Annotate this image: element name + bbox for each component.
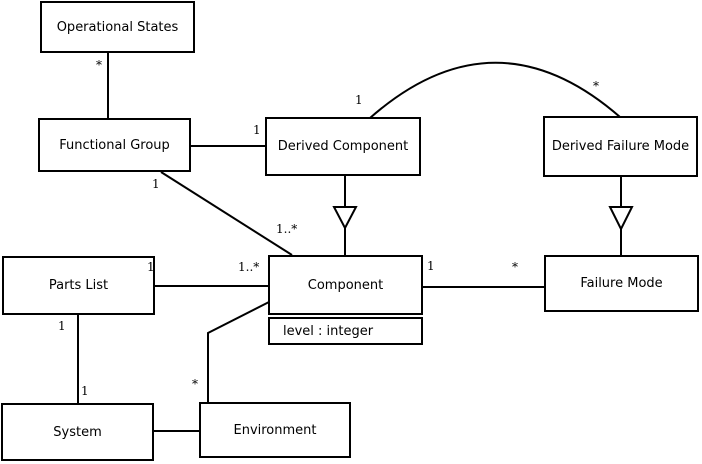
class-operational-states-label: Operational States (56, 19, 179, 35)
class-system-label: System (53, 424, 102, 440)
class-functional-group: Functional Group (38, 118, 191, 172)
class-environment-label: Environment (233, 422, 317, 438)
class-operational-states: Operational States (40, 1, 195, 53)
class-component-attribute-compartment: level : integer (268, 317, 423, 345)
generalization-derivedfailuremode-triangle-icon (608, 206, 634, 232)
class-derived-failure-mode: Derived Failure Mode (543, 116, 698, 177)
class-system: System (1, 403, 154, 461)
class-component-attribute: level : integer (283, 323, 374, 339)
class-component-label: Component (307, 277, 384, 293)
multiplicity-os-fg: * (96, 58, 102, 72)
assoc-component-environment (207, 301, 270, 403)
class-parts-list: Parts List (2, 256, 155, 315)
class-failure-mode-label: Failure Mode (580, 276, 663, 291)
class-failure-mode: Failure Mode (544, 255, 699, 312)
multiplicity-derivedfailuremode-arc: * (593, 79, 599, 93)
generalization-derivedcomponent-triangle-icon (332, 206, 358, 231)
multiplicity-fg-component-one: 1 (152, 177, 160, 191)
class-derived-component-label: Derived Component (277, 139, 409, 154)
multiplicity-fg-component-many: 1..* (276, 222, 298, 236)
class-derived-component: Derived Component (265, 117, 421, 176)
assoc-derivedcomponent-derivedfailuremode-arc (369, 61, 621, 119)
class-parts-list-label: Parts List (48, 278, 109, 293)
assoc-functionalgroup-component (160, 171, 293, 256)
multiplicity-partslist-system-upper: 1 (58, 319, 66, 333)
multiplicity-component-failuremode-star: * (512, 260, 518, 274)
multiplicity-partslist-component-many: 1..* (238, 260, 260, 274)
multiplicity-component-failuremode-one: 1 (427, 259, 435, 273)
class-component: Component (268, 255, 423, 315)
multiplicity-fg-derivedcomponent: 1 (253, 123, 261, 137)
class-functional-group-label: Functional Group (59, 137, 170, 153)
multiplicity-partslist-system-lower: 1 (81, 384, 89, 398)
multiplicity-derivedcomponent-arc: 1 (355, 93, 363, 107)
class-environment: Environment (199, 402, 351, 458)
class-derived-failure-mode-label: Derived Failure Mode (551, 139, 690, 154)
multiplicity-partslist-component-one: 1 (147, 260, 155, 274)
multiplicity-environment-component: * (192, 377, 198, 391)
